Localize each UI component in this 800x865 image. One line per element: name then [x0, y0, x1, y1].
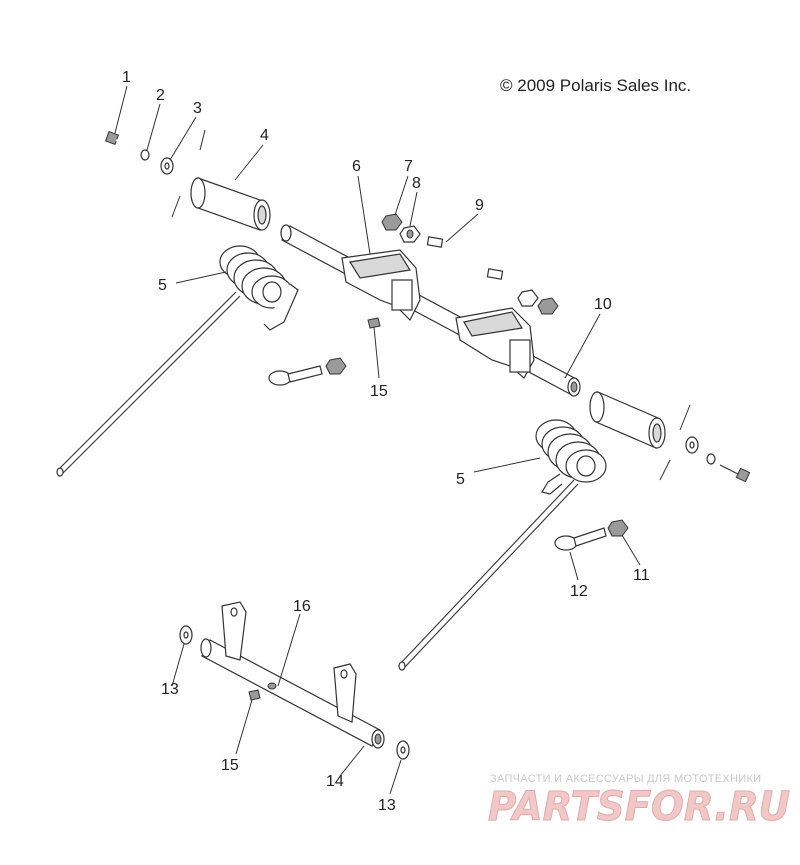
callout-3: 3 [193, 100, 202, 117]
bracket-right [455, 307, 535, 379]
leader-lines [114, 85, 641, 795]
callout-11: 11 [633, 567, 650, 584]
washer-part-13-right [396, 740, 410, 760]
callout-labels: 1 2 3 4 5 6 7 8 9 5 10 15 11 12 16 13 15… [122, 69, 650, 814]
washer-part-13-left [179, 625, 193, 645]
grease-fitting-part-15-lower [248, 689, 261, 701]
grease-fitting-part-15 [367, 317, 381, 329]
callout-5-right: 5 [456, 471, 465, 488]
bushing-right [517, 289, 539, 307]
pivot-shaft-part-10 [280, 224, 581, 397]
washer-part-2 [140, 149, 150, 161]
nut-part-7 [381, 213, 403, 231]
callout-2: 2 [156, 87, 165, 104]
callout-8: 8 [412, 175, 421, 192]
callout-12: 12 [570, 583, 588, 600]
break-line [199, 129, 206, 151]
callout-15-lower: 15 [221, 757, 239, 774]
nut-part-11 [607, 519, 629, 537]
callout-6: 6 [352, 158, 361, 175]
callout-5-left: 5 [158, 277, 167, 294]
callout-9: 9 [475, 197, 484, 214]
callout-10: 10 [594, 296, 612, 313]
break-line [659, 459, 671, 481]
watermark-tagline: ЗАПЧАСТИ И АКСЕССУАРЫ ДЛЯ МОТОТЕХНИКИ [490, 773, 761, 785]
washer-right-2 [706, 453, 716, 465]
torsion-spring-part-5-left [56, 245, 299, 477]
torsion-spring-part-5-right [398, 419, 607, 671]
callout-16: 16 [293, 598, 311, 615]
callout-13-right: 13 [378, 797, 396, 814]
bracket-part-6 [341, 249, 421, 322]
callout-7: 7 [404, 158, 413, 175]
eye-bolt-left [268, 365, 323, 386]
callout-14: 14 [326, 773, 344, 790]
bushing-part-8 [399, 225, 421, 243]
bolt-right [486, 268, 504, 280]
eye-bolt-part-12 [554, 527, 607, 551]
bolt-part-1 [104, 130, 135, 148]
watermark: ЗАПЧАСТИ И АКСЕССУАРЫ ДЛЯ МОТОТЕХНИКИ PA… [488, 773, 791, 831]
break-line [679, 404, 691, 431]
callout-1: 1 [122, 69, 131, 86]
nut-right [537, 297, 559, 315]
break-line [171, 195, 181, 218]
callout-4: 4 [260, 127, 269, 144]
callout-15-upper: 15 [370, 383, 388, 400]
nut-left [325, 357, 347, 375]
bolt-right-1 [719, 464, 751, 483]
pivot-shaft-part-16 [200, 601, 385, 749]
washer-part-3 [160, 157, 174, 175]
copyright-text: © 2009 Polaris Sales Inc. [500, 76, 691, 95]
bushing-right-4 [589, 391, 666, 449]
watermark-logo: PARTSFOR.RU [488, 784, 790, 830]
washer-right-3 [685, 436, 699, 454]
bolt-part-9 [426, 236, 444, 248]
callout-13-left: 13 [161, 681, 179, 698]
bushing-part-4 [190, 177, 271, 231]
